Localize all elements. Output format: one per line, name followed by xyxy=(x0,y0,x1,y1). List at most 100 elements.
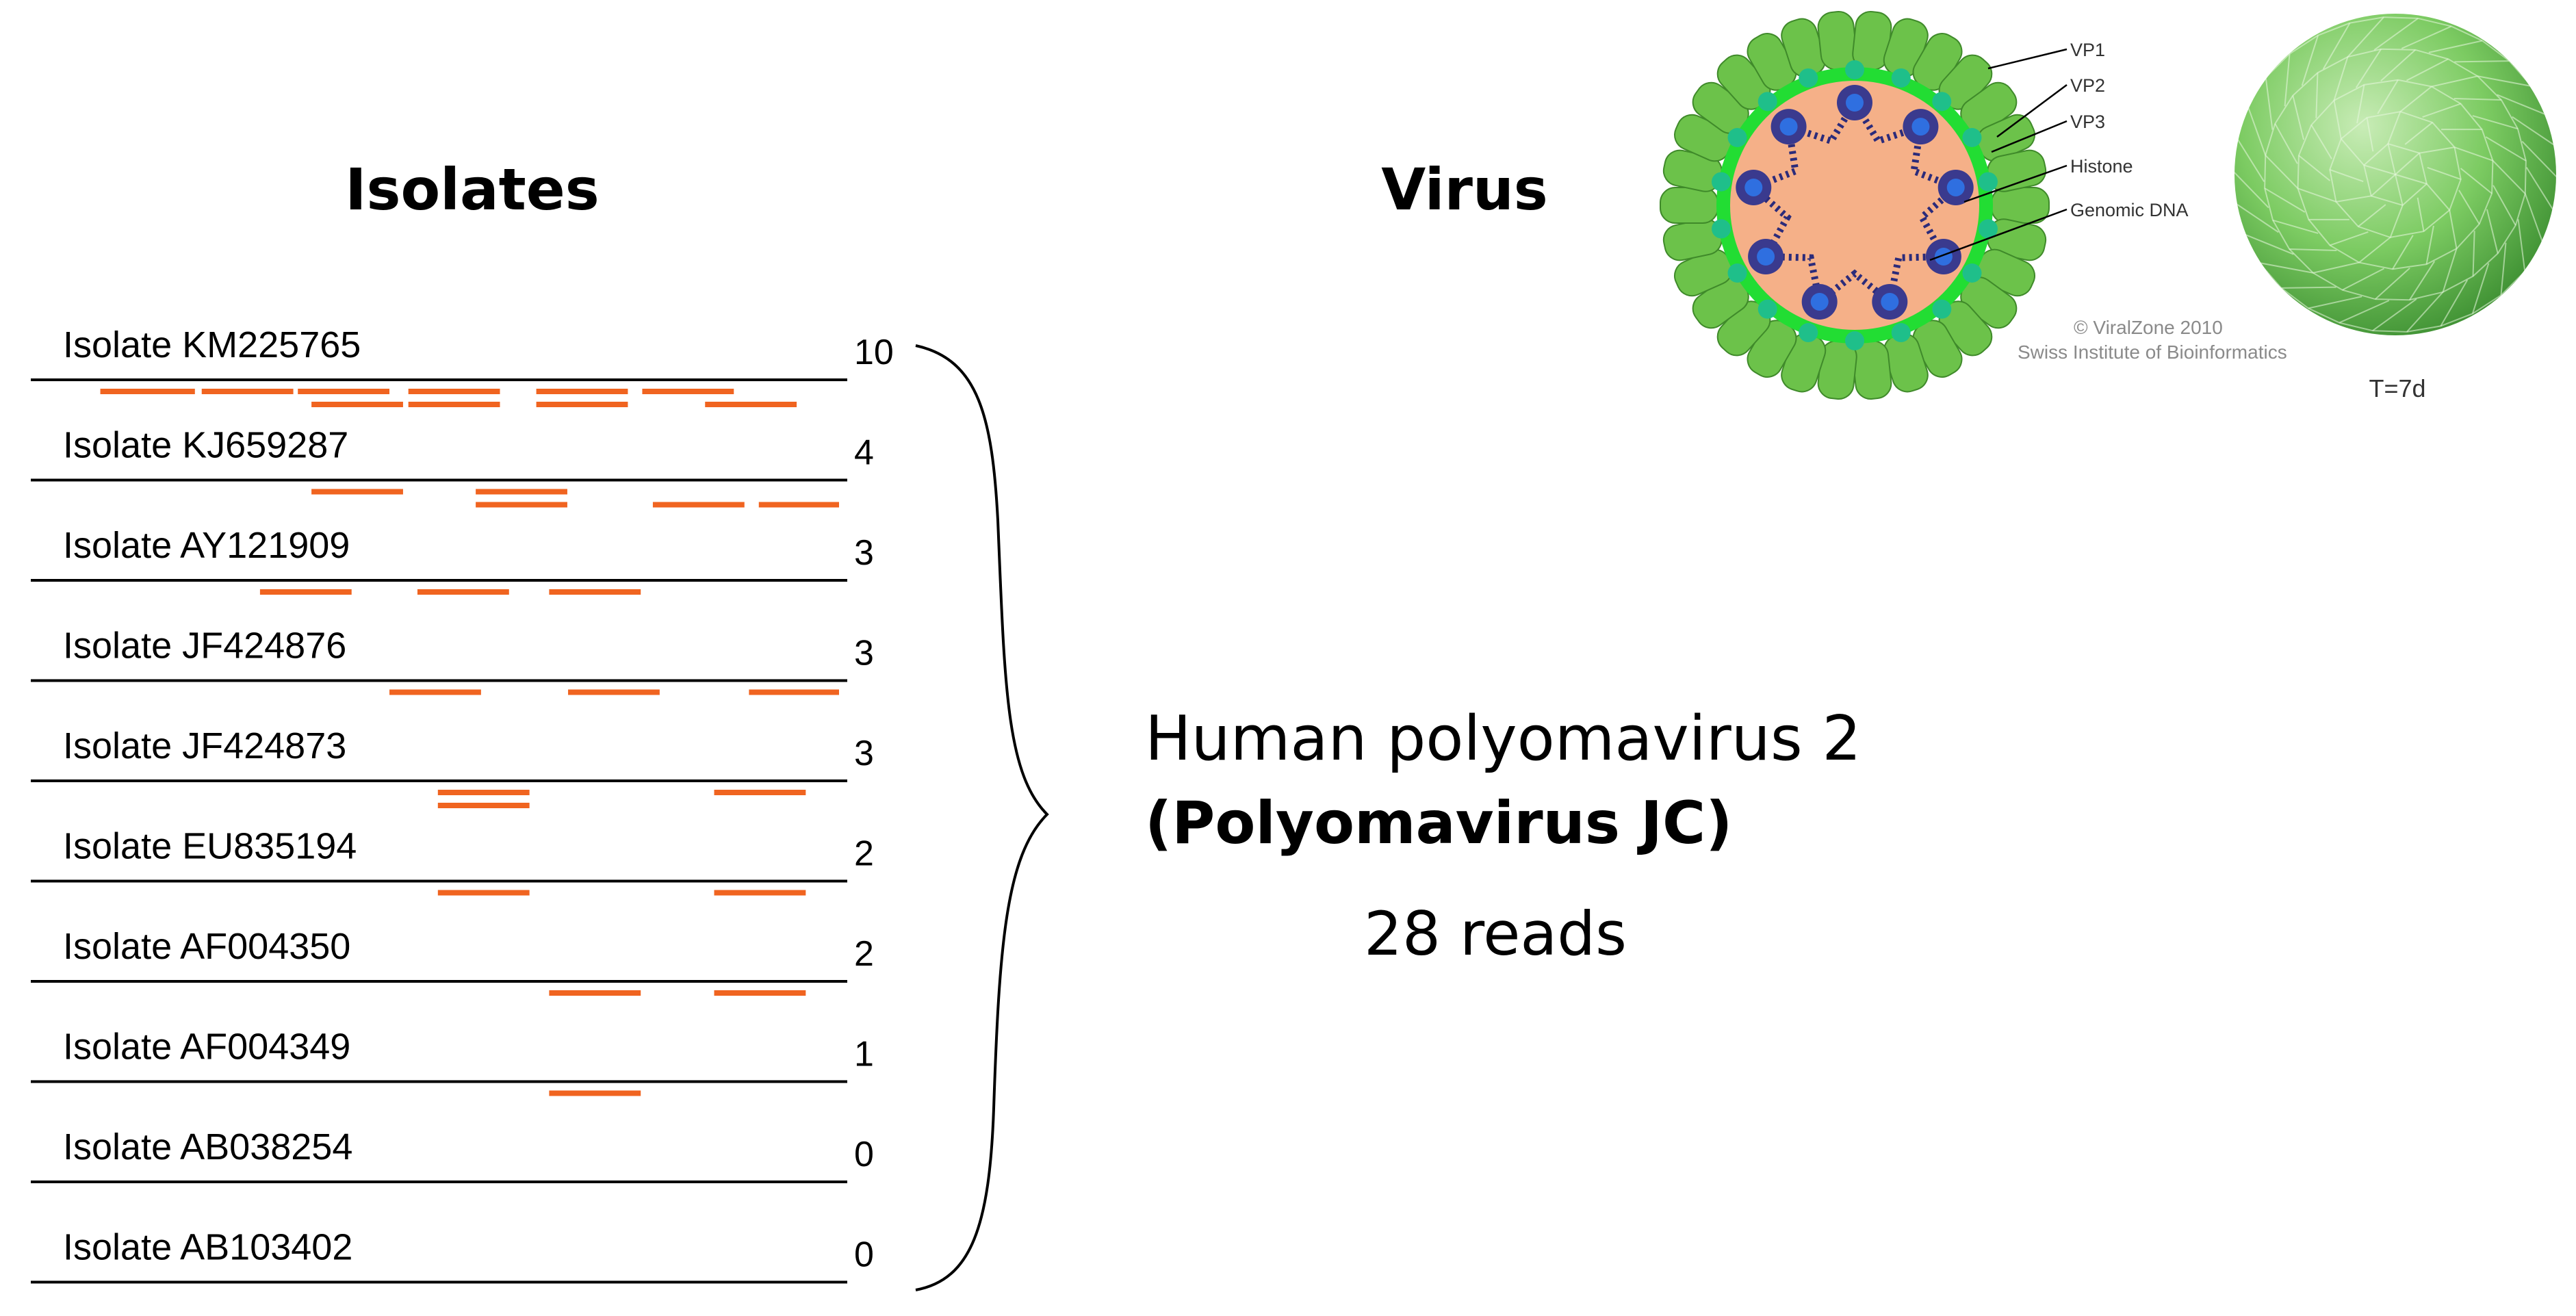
callout-vp2: VP2 xyxy=(2070,75,2105,96)
vp-dot xyxy=(1799,68,1818,88)
facet-edge xyxy=(2363,164,2396,175)
facet-edge xyxy=(2454,60,2510,63)
histone-core xyxy=(1744,178,1763,196)
facet-edge xyxy=(2243,233,2294,255)
vp-dot xyxy=(1891,323,1911,343)
histone-core xyxy=(1779,118,1798,136)
virus-alt-name: (Polyomavirus JC) xyxy=(1145,789,1732,857)
facet-edge xyxy=(2472,115,2519,130)
histone-core xyxy=(1846,94,1864,112)
facet-edge xyxy=(2265,77,2274,130)
vp-dot xyxy=(1727,128,1747,147)
facet-edge xyxy=(2330,231,2369,246)
facet-edge xyxy=(2524,193,2544,244)
facet-edge xyxy=(2310,125,2332,159)
facet-edge xyxy=(2372,298,2417,331)
facet-edge xyxy=(2485,136,2527,162)
facet-edge xyxy=(2453,97,2501,101)
facet-edge xyxy=(2399,86,2432,112)
isolate-label: Isolate AF004349 xyxy=(63,1027,350,1068)
facet-edge xyxy=(2289,248,2337,252)
facet-edge xyxy=(2234,201,2279,233)
facet-edge xyxy=(2347,16,2384,57)
facet-edge xyxy=(2392,235,2414,270)
facet-edge xyxy=(2472,231,2475,276)
facet-edge xyxy=(2395,174,2427,185)
facet-edge xyxy=(2471,263,2490,314)
facet-edge xyxy=(2406,292,2444,333)
facet-edge xyxy=(2375,268,2410,300)
isolate-label: Isolate JF424876 xyxy=(63,625,346,667)
facet-edge xyxy=(2342,268,2384,291)
read-count: 2 xyxy=(854,934,874,974)
facet-edge xyxy=(2454,146,2493,162)
facet-edge xyxy=(2517,219,2526,272)
facet-edge xyxy=(2322,23,2351,70)
genomic-dna-icon xyxy=(1747,96,1963,309)
histone-icons xyxy=(1736,85,1974,320)
facet-edge xyxy=(2358,204,2386,227)
facet-edge xyxy=(2492,160,2526,194)
facet-edge xyxy=(2486,209,2499,254)
facet-edge xyxy=(2339,300,2390,324)
facet-edge xyxy=(2409,261,2436,300)
read-count: 10 xyxy=(854,333,894,372)
facet-edge xyxy=(2373,18,2419,51)
facet-edge xyxy=(2358,237,2391,263)
vp-dot xyxy=(1712,219,1731,239)
facet-edge xyxy=(2477,75,2532,87)
facet-edge xyxy=(2336,195,2371,203)
facet-edge xyxy=(2460,168,2493,194)
facet-edge xyxy=(2301,35,2319,86)
facet-edge xyxy=(2313,261,2360,274)
facet-edge xyxy=(2292,95,2305,140)
triangulation-number: T=7d xyxy=(2369,374,2425,402)
callout-vp3: VP3 xyxy=(2070,112,2105,132)
credit-line-1: © ViralZone 2010 xyxy=(2074,317,2223,338)
isolate-label: Isolate JF424873 xyxy=(63,725,346,766)
facet-edge xyxy=(2329,169,2364,183)
vp-dot xyxy=(1962,263,1982,283)
vp-dot xyxy=(1845,331,1864,350)
facet-edge xyxy=(2387,143,2396,175)
isolate-label: Isolate KM225765 xyxy=(63,324,361,365)
isolate-label: Isolate AB038254 xyxy=(63,1126,352,1167)
facet-edge xyxy=(2284,53,2291,107)
capsomer xyxy=(1660,187,1718,224)
facet-edge xyxy=(2235,136,2265,182)
facet-edge xyxy=(2377,79,2399,114)
facet-edge xyxy=(2264,188,2306,213)
facet-edge xyxy=(2308,296,2362,309)
virion-cross-section xyxy=(1660,11,2050,400)
capsomer-ring xyxy=(1660,11,2050,400)
facet-edge xyxy=(2274,123,2298,164)
facet-edge xyxy=(2440,279,2469,326)
histone-core xyxy=(1934,248,1953,266)
isolate-label: Isolate AF004350 xyxy=(63,926,350,967)
facet-edge xyxy=(2426,183,2450,211)
credit-line-2: Swiss Institute of Bioinformatics xyxy=(2018,341,2287,363)
facet-edge xyxy=(2428,40,2483,53)
vp-dot xyxy=(1932,299,1952,319)
read-count: 0 xyxy=(854,1235,874,1275)
histone-core xyxy=(1881,292,1899,311)
facet-edge xyxy=(2442,248,2458,293)
facet-edge xyxy=(2395,152,2420,175)
facet-edge xyxy=(2425,225,2434,265)
facet-edge xyxy=(2333,56,2349,101)
vp-dot xyxy=(1712,172,1731,192)
facet-edge xyxy=(2427,166,2462,180)
callouts xyxy=(1929,48,2068,261)
facet-edge xyxy=(2419,146,2455,154)
facet-edge xyxy=(2493,185,2516,226)
read-count: 3 xyxy=(854,533,874,573)
vp-dot xyxy=(1978,219,1998,239)
vp-dot xyxy=(1845,60,1864,79)
facet-edge xyxy=(2500,242,2507,296)
facet-edge xyxy=(2431,75,2478,88)
histone-core xyxy=(1810,292,1829,311)
facet-edge xyxy=(2449,209,2458,249)
vp-dot xyxy=(1757,92,1777,112)
virus-heading: Virus xyxy=(1381,156,1548,223)
